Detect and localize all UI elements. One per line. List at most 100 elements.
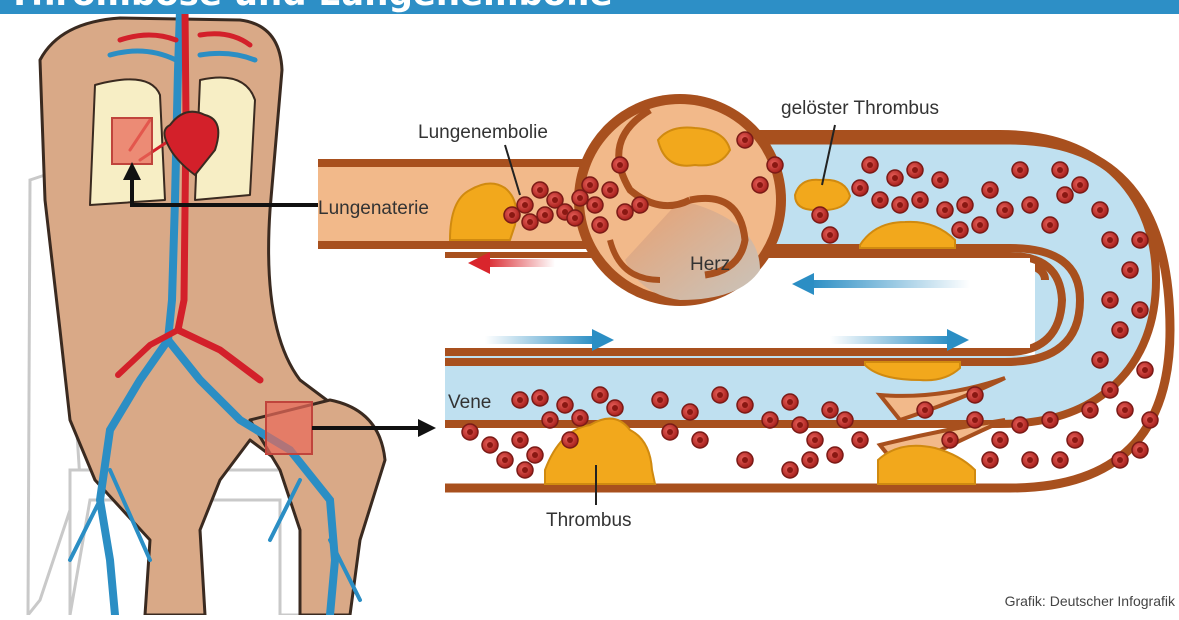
blood-cell-center [622,209,628,215]
label-lungenaterie: Lungenaterie [318,198,429,220]
blood-cell-center [962,202,968,208]
blood-cell-center [917,197,923,203]
blood-cell-center [1027,202,1033,208]
blood-cell-center [1107,237,1113,243]
blood-cell-center [537,395,543,401]
blood-cell-center [562,402,568,408]
blood-cell-center [1107,297,1113,303]
blood-cell-center [612,405,618,411]
blood-cell-center [1117,327,1123,333]
label-geloester-thrombus: gelöster Thrombus [781,98,939,120]
blood-cell-center [517,437,523,443]
blood-cell-center [637,202,643,208]
thrombus-vene [545,419,655,484]
blood-cell-center [717,392,723,398]
blood-cell-center [597,392,603,398]
blood-cell-center [912,167,918,173]
flow-arrow-blue-left [485,336,595,344]
blood-cell-center [757,182,763,188]
blood-cell-center [1047,417,1053,423]
blood-cell-center [857,185,863,191]
blood-cell-center [527,219,533,225]
leg-highlight-box [266,402,312,454]
blood-cell-center [1057,457,1063,463]
blood-cell-center [547,417,553,423]
blood-cell-center [577,195,583,201]
blood-cell-center [1137,307,1143,313]
blood-cell-center [697,437,703,443]
blood-cell-center [1137,447,1143,453]
blood-cell-center [897,202,903,208]
header-bar: Thrombose und Lungenembolie [0,0,1179,14]
blood-cell-center [857,437,863,443]
blood-cell-center [487,442,493,448]
blood-cell-center [1122,407,1128,413]
blood-cell-center [1147,417,1153,423]
label-thrombus: Thrombus [546,510,632,532]
blood-cell-center [517,397,523,403]
blood-cell-center [787,399,793,405]
blood-cell-center [617,162,623,168]
blood-cell-center [987,457,993,463]
blood-cell-center [1047,222,1053,228]
blood-cell-center [842,417,848,423]
blood-cell-center [537,187,543,193]
blood-cell-center [562,209,568,215]
blood-cell-center [892,175,898,181]
blood-cell-center [947,437,953,443]
blood-cell-center [827,407,833,413]
blood-cell-center [592,202,598,208]
blood-cell-center [972,417,978,423]
blood-cell-center [542,212,548,218]
blood-cell-center [509,212,515,218]
flow-arrow-red [485,259,555,267]
leg-pointer-arrowhead [418,419,436,437]
blood-cell-center [787,467,793,473]
blood-cell-center [797,422,803,428]
blood-cell-center [607,187,613,193]
blood-cell-center [1142,367,1148,373]
blood-cell-center [552,197,558,203]
heart-chamber [574,94,786,306]
blood-cell-center [1137,237,1143,243]
blood-cell-center [1017,422,1023,428]
blood-cell-center [567,437,573,443]
blood-cell-center [742,137,748,143]
credit-text: Grafik: Deutscher Infografik [1005,593,1175,609]
blood-cell-center [1057,167,1063,173]
blood-cell-center [742,402,748,408]
blood-cell-center [532,452,538,458]
header-title: Thrombose und Lungenembolie [8,0,613,14]
thrombus-wall-bottom [878,446,975,484]
flow-arrow-blue-top [810,280,970,288]
blood-cell-center [877,197,883,203]
blood-cell-center [767,417,773,423]
blood-cell-center [1087,407,1093,413]
blood-cell-center [1017,167,1023,173]
blood-cell-center [1002,207,1008,213]
blood-cell-center [1062,192,1068,198]
blood-cell-center [522,202,528,208]
blood-cell-center [1027,457,1033,463]
blood-cell-center [937,177,943,183]
label-vene: Vene [448,392,491,414]
blood-cell-center [657,397,663,403]
label-herz: Herz [690,254,730,276]
blood-cell-center [972,392,978,398]
flow-arrow-blue-right [830,336,950,344]
lung-highlight-box [112,118,152,164]
blood-cell-center [577,415,583,421]
blood-cell-center [1127,267,1133,273]
blood-cell-center [827,232,833,238]
blood-cell-center [742,457,748,463]
blood-cell-center [1097,357,1103,363]
blood-cell-center [1097,207,1103,213]
blood-cell-center [1072,437,1078,443]
blood-cell-center [772,162,778,168]
blood-cell-center [867,162,873,168]
blood-cell-center [997,437,1003,443]
blood-cell-center [522,467,528,473]
label-lungenembolie: Lungenembolie [418,122,548,144]
blood-cell-center [987,187,993,193]
